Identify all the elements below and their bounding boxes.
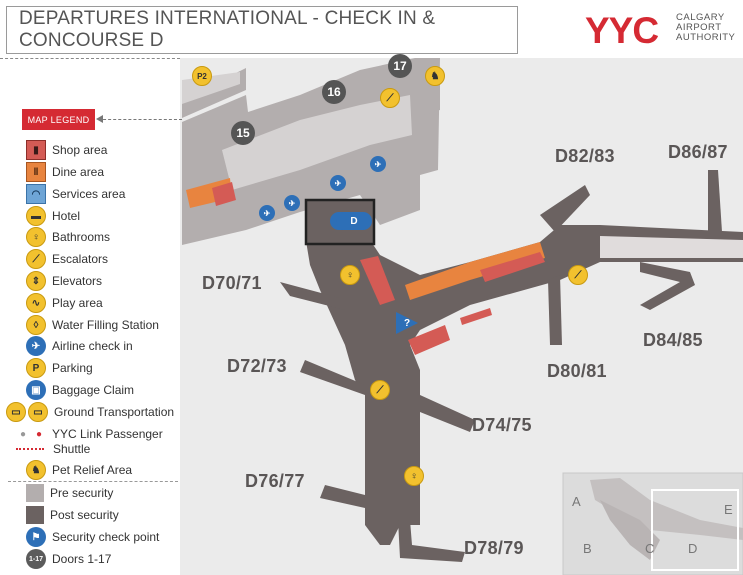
gate-d82-83: D82/83 bbox=[555, 146, 615, 166]
legend-item-shuttle: ● ● YYC Link Passenger bbox=[16, 424, 163, 444]
legend-item-escalators: ⟋ Escalators bbox=[26, 249, 108, 269]
shuttle-route-icon bbox=[16, 448, 44, 450]
legend-item-check-in: ✈ Airline check in bbox=[26, 336, 133, 356]
parking-marker: P2 bbox=[192, 66, 212, 86]
gate-d84-85: D84/85 bbox=[643, 330, 703, 350]
legend-item-ground-transport: ▭ ▭ Ground Transportation bbox=[6, 402, 174, 422]
legend-arrow-icon bbox=[96, 115, 182, 123]
logo-subtitle: CALGARY AIRPORT AUTHORITY bbox=[676, 12, 736, 43]
elevator-icon: ⇕ bbox=[26, 271, 46, 291]
checkpoint-marker: D bbox=[336, 212, 372, 230]
door-17-marker: 17 bbox=[388, 54, 412, 78]
legend-item-elevators: ⇕ Elevators bbox=[26, 271, 102, 291]
bus-icon: ▭ bbox=[28, 402, 48, 422]
legend-item-water: ◊ Water Filling Station bbox=[26, 315, 159, 335]
escalator-marker-east: ⟋ bbox=[568, 265, 588, 285]
pre-security-swatch bbox=[26, 484, 44, 502]
pet-relief-marker: ♞ bbox=[425, 66, 445, 86]
overview-label-c: C bbox=[645, 541, 655, 556]
gate-d78-79: D78/79 bbox=[464, 538, 524, 558]
legend-item-dine: ǁ Dine area bbox=[26, 162, 104, 182]
gate-d74-75: D74/75 bbox=[472, 415, 532, 435]
post-security-swatch bbox=[26, 506, 44, 524]
legend-item-baggage: ▣ Baggage Claim bbox=[26, 380, 134, 400]
restroom-marker: ♀ bbox=[340, 265, 360, 285]
gate-d76-77: D76/77 bbox=[245, 471, 305, 491]
fork-knife-icon: ǁ bbox=[26, 162, 46, 182]
baggage-icon: ▣ bbox=[26, 380, 46, 400]
check-in-marker-4: ✈ bbox=[259, 205, 275, 221]
overview-label-b: B bbox=[583, 541, 592, 556]
legend-item-pet-relief: ♞ Pet Relief Area bbox=[26, 460, 132, 480]
legend-divider-bottom bbox=[8, 481, 178, 482]
escalator-icon: ⟋ bbox=[26, 249, 46, 269]
shuttle-grey-icon: ● bbox=[19, 428, 27, 440]
check-in-marker-3: ✈ bbox=[284, 195, 300, 211]
logo-text: YYC bbox=[585, 10, 659, 51]
legend-item-doors: 1-17 Doors 1-17 bbox=[26, 549, 111, 569]
taxi-icon: ▭ bbox=[6, 402, 26, 422]
escalator-marker: ⟋ bbox=[380, 88, 400, 108]
post-security-concourse bbox=[280, 170, 743, 562]
check-in-icon: ✈ bbox=[26, 336, 46, 356]
overview-label-e: E bbox=[724, 502, 733, 517]
water-drop-icon: ◊ bbox=[26, 315, 46, 335]
check-in-marker: ✈ bbox=[370, 156, 386, 172]
bed-icon: ▬ bbox=[26, 206, 46, 226]
door-number-icon: 1-17 bbox=[26, 549, 46, 569]
gate-d72-73: D72/73 bbox=[227, 356, 287, 376]
play-icon: ∿ bbox=[26, 293, 46, 313]
legend-item-services: ◠ Services area bbox=[26, 184, 125, 204]
overview-label-a: A bbox=[572, 494, 581, 509]
page-title: DEPARTURES INTERNATIONAL - CHECK IN & CO… bbox=[6, 6, 518, 54]
door-15-marker: 15 bbox=[231, 121, 255, 145]
dog-icon: ♞ bbox=[26, 460, 46, 480]
door-16-marker: 16 bbox=[322, 80, 346, 104]
escalator-marker-south: ⟋ bbox=[370, 380, 390, 400]
shopping-bag-icon: ▮ bbox=[26, 140, 46, 160]
legend-item-bathrooms: ♀ Bathrooms bbox=[26, 227, 110, 247]
restroom-icon: ♀ bbox=[26, 227, 46, 247]
legend-item-post-security: Post security bbox=[26, 505, 119, 525]
security-checkpoint-icon: ⚑ bbox=[26, 527, 46, 547]
legend-divider-top bbox=[0, 58, 180, 59]
legend-item-shuttle-line: Shuttle bbox=[16, 439, 90, 459]
restroom-marker-south: ♀ bbox=[404, 466, 424, 486]
check-in-marker-2: ✈ bbox=[330, 175, 346, 191]
legend-item-hotel: ▬ Hotel bbox=[26, 206, 80, 226]
service-bell-icon: ◠ bbox=[26, 184, 46, 204]
shuttle-red-icon: ● bbox=[35, 428, 43, 440]
legend-item-play: ∿ Play area bbox=[26, 293, 103, 313]
overview-label-d: D bbox=[688, 541, 698, 556]
overview-minimap bbox=[562, 472, 743, 575]
legend-title: MAP LEGEND bbox=[22, 109, 95, 130]
retail-strips bbox=[186, 178, 545, 355]
gate-d86-87: D86/87 bbox=[668, 142, 728, 162]
legend-item-shop: ▮ Shop area bbox=[26, 140, 107, 160]
gate-d70-71: D70/71 bbox=[202, 273, 262, 293]
legend-item-security-checkpoint: ⚑ Security check point bbox=[26, 527, 159, 547]
gate-d80-81: D80/81 bbox=[547, 361, 607, 381]
pier-east-inner bbox=[600, 236, 743, 258]
legend-item-parking: P Parking bbox=[26, 358, 93, 378]
parking-icon: P bbox=[26, 358, 46, 378]
yyc-logo: YYC CALGARY AIRPORT AUTHORITY bbox=[585, 10, 736, 51]
legend-item-pre-security: Pre security bbox=[26, 483, 113, 503]
